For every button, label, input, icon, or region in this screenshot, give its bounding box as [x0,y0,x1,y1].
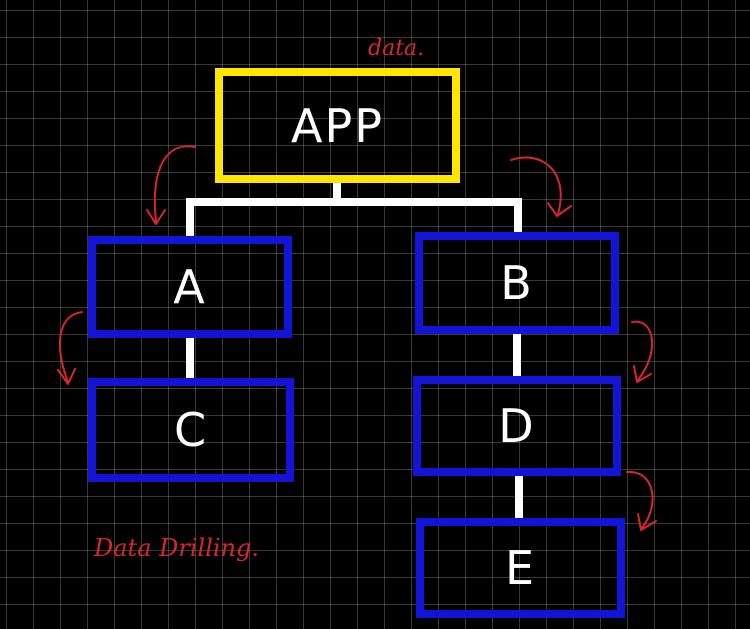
connector-to-b [514,198,522,234]
node-b: B [415,232,619,334]
caption-note: Data Drilling. [94,534,259,562]
node-c: C [88,378,294,482]
node-app-label: APP [291,98,384,153]
curved-arrow-icon [146,145,196,225]
node-d: D [413,376,621,476]
node-a-label: A [173,260,207,314]
connector-to-a [186,198,194,238]
connector-b-to-d [513,332,521,378]
node-e-label: E [504,541,537,595]
connector-a-to-c [186,336,194,380]
node-app: APP [215,68,460,183]
curved-arrow-icon [57,311,83,385]
data-note: data. [368,36,425,61]
node-a: A [88,236,292,338]
node-b-label: B [500,256,534,310]
connector-d-to-e [515,474,523,520]
curved-arrow-icon [626,470,657,531]
connector-app-stem [333,180,341,202]
curved-arrow-icon [510,156,572,217]
curved-arrow-icon [631,320,654,383]
node-e: E [416,518,625,618]
connector-horizontal-bar [186,198,522,206]
node-c-label: C [173,403,209,457]
node-d-label: D [498,399,536,453]
